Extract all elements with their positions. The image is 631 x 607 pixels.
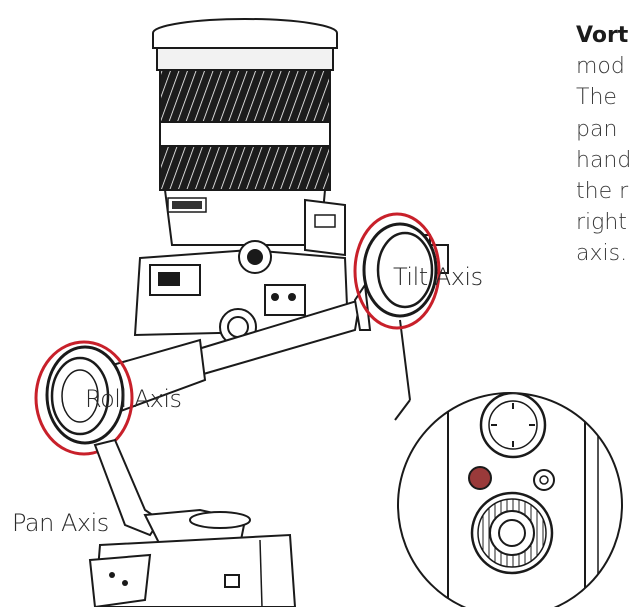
tilt-motor	[362, 222, 438, 318]
camera-lens	[152, 18, 338, 246]
roll-motor	[45, 345, 125, 445]
roll-axis-highlight-ring	[34, 340, 134, 456]
tilt-axis-label: Tilt Axis	[393, 263, 483, 291]
description-line: axis.	[576, 241, 628, 267]
section-title: Vort	[576, 23, 629, 48]
description-line: mod	[576, 54, 625, 80]
description-line: the r	[576, 179, 629, 205]
control-panel-inset	[397, 392, 623, 607]
tilt-axis-highlight-ring	[353, 212, 441, 330]
description-line: pan	[576, 116, 618, 142]
side-description-text: Vort mod The pan hand the r right axis.	[576, 20, 631, 270]
roll-axis-label: Roll Axis	[85, 385, 182, 413]
gimbal-handle	[88, 533, 297, 607]
description-line: right	[576, 210, 627, 236]
description-line: The	[576, 85, 617, 111]
pan-axis-label: Pan Axis	[12, 509, 109, 537]
pan-arm	[93, 438, 251, 546]
description-line: hand	[576, 147, 631, 173]
